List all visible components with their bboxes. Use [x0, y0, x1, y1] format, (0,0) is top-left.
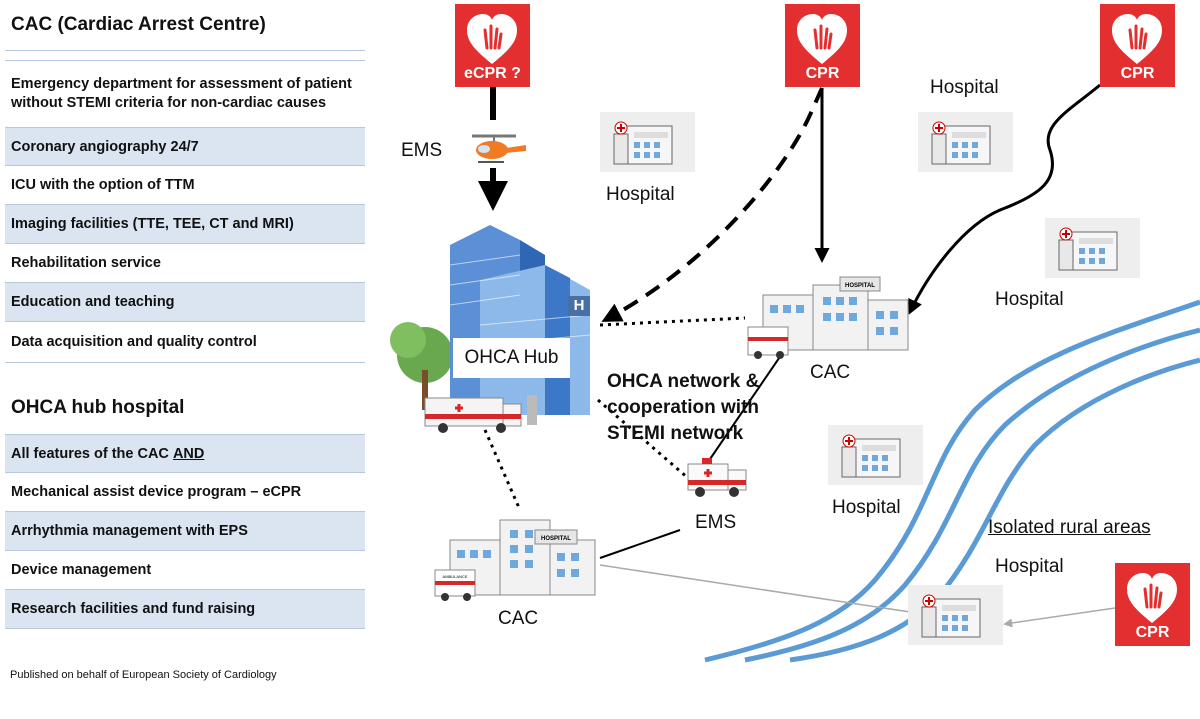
hub-ambulance-icon [424, 395, 537, 433]
river [704, 299, 1200, 663]
hub-feature-row: Device management [5, 551, 365, 590]
lowercac-ems-line [599, 529, 681, 559]
ambulance-sign: AMBULANCE [443, 574, 468, 579]
hub-feature-row: Research facilities and fund raising [5, 590, 365, 629]
hub-label: OHCA Hub [453, 338, 570, 378]
cac-feature-row: Rehabilitation service [5, 244, 365, 283]
hub-cac-dotted [599, 316, 746, 327]
network-label: OHCA network & cooperation with STEMI ne… [607, 371, 760, 444]
cpr-label: CPR [805, 65, 840, 82]
rural-areas-label: Isolated rural areas [988, 517, 1151, 538]
lowercac-hospital-line [599, 564, 911, 613]
ems-cac-line [707, 344, 789, 463]
heart-hand-icon [1127, 573, 1177, 623]
hospital-icon [828, 425, 923, 485]
ems-label-top: EMS [401, 140, 443, 161]
ems-ambulance-icon [687, 458, 747, 497]
cac-building-lower: HOSPITAL AMBULANCE [434, 519, 596, 601]
cpr-box-isolated: CPR [1115, 563, 1190, 646]
cac-label-lower: CAC [498, 608, 539, 629]
cac-feature-row: Data acquisition and quality control [5, 322, 365, 363]
helicopter-icon [472, 134, 526, 163]
isolated-cpr-arrow [1003, 607, 1116, 628]
hospital-label: Hospital [606, 184, 675, 205]
hub-feature-row: Arrhythmia management with EPS [5, 512, 365, 551]
hub-lowercac-dotted [483, 429, 522, 511]
heart-hand-icon [467, 14, 517, 64]
cpr-label: CPR [1120, 65, 1155, 82]
heart-hand-icon [797, 14, 847, 64]
hospital-label: Hospital [832, 497, 901, 518]
ohca-hub-building [390, 225, 591, 415]
hospital-icon [908, 585, 1003, 645]
hub-panel-title: OHCA hub hospital [5, 382, 365, 435]
cac-feature-row: Education and teaching [5, 283, 365, 322]
cac-panel: CAC (Cardiac Arrest Centre) Emergency de… [5, 0, 365, 363]
hospital-label: Hospital [930, 77, 999, 98]
cac-upper-sign: HOSPITAL [845, 283, 875, 289]
hospital-label: Hospital [995, 289, 1064, 310]
ecpr-box: eCPR ? [455, 4, 530, 87]
cac-feature-row: Coronary angiography 24/7 [5, 128, 365, 166]
cac-feature-row: Imaging facilities (TTE, TEE, CT and MRI… [5, 205, 365, 244]
hospital-icon [600, 112, 695, 172]
hub-feature-emphasis: AND [172, 445, 205, 462]
cpr-label: CPR [1135, 624, 1170, 641]
hospital-icon [1045, 218, 1140, 278]
cpr-box-right: CPR [1100, 4, 1175, 87]
footer-text: Published on behalf of European Society … [10, 669, 277, 681]
cac-building-upper: HOSPITAL [747, 276, 909, 359]
cac-lower-sign: HOSPITAL [541, 536, 571, 542]
hospital-icon [918, 112, 1013, 172]
hospital-label: Hospital [995, 556, 1064, 577]
ecpr-label: eCPR ? [464, 65, 521, 82]
heart-hand-icon [1112, 14, 1162, 64]
rural-cpr-arrow [908, 83, 1101, 315]
spacer [5, 51, 365, 61]
hub-feature-prefix: All features of the CAC [11, 445, 169, 462]
hub-feature-row: Mechanical assist device program – eCPR [5, 473, 365, 512]
ems-label-bottom: EMS [695, 512, 737, 533]
hub-panel: OHCA hub hospital All features of the CA… [5, 382, 365, 629]
cac-label-upper: CAC [810, 362, 851, 383]
hub-feature-row: All features of the CAC AND [5, 435, 365, 473]
h-sign: H [573, 297, 585, 314]
cpr-box-center: CPR [785, 4, 860, 87]
cac-panel-title: CAC (Cardiac Arrest Centre) [5, 0, 365, 51]
cac-feature-row: ICU with the option of TTM [5, 166, 365, 205]
cac-feature-row: Emergency department for assessment of p… [5, 61, 365, 128]
